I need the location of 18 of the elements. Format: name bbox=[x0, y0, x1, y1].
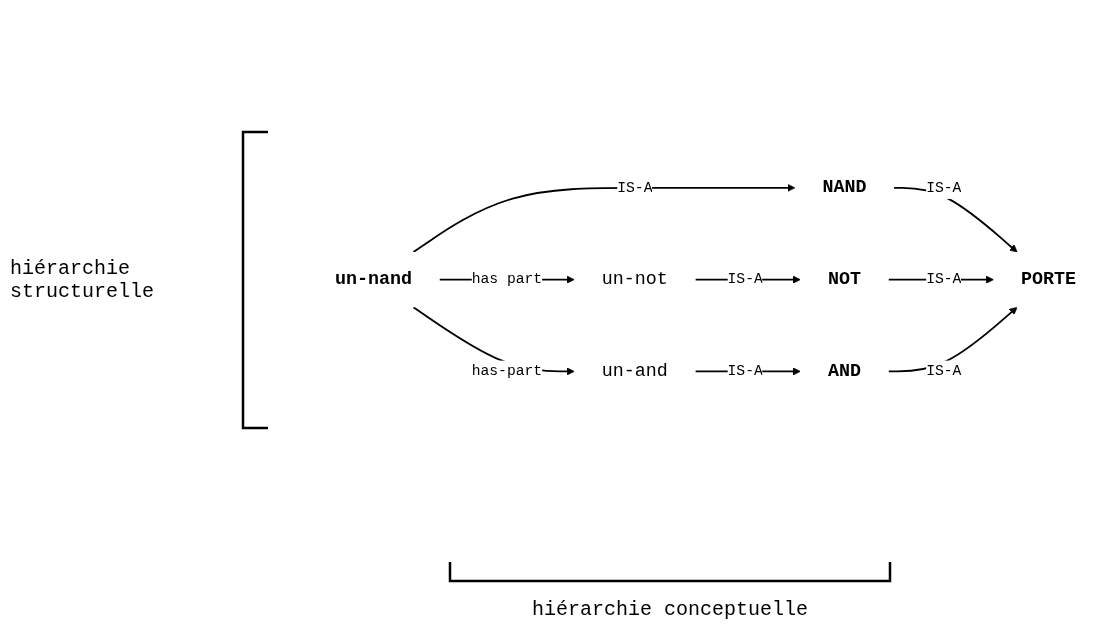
node-text: un-and bbox=[601, 360, 668, 382]
edge-label: has-part bbox=[471, 363, 543, 381]
node-text: AND bbox=[827, 360, 861, 382]
edge-label: IS-A bbox=[727, 363, 763, 381]
edge-label: IS-A bbox=[926, 363, 962, 381]
edge-label: IS-A bbox=[926, 179, 962, 197]
hierarchy-label: hiérarchie structurelle bbox=[10, 257, 156, 303]
edge-label: IS-A bbox=[727, 271, 763, 289]
node-text: NAND bbox=[822, 177, 867, 199]
node-text: un-not bbox=[601, 268, 668, 291]
node-text: NOT bbox=[827, 268, 861, 291]
node-text: un-nand bbox=[334, 268, 412, 291]
edge-label: IS-A bbox=[617, 179, 653, 197]
arrow bbox=[412, 184, 796, 254]
edge-label: IS-A bbox=[926, 271, 962, 289]
node-text: PORTE bbox=[1021, 268, 1077, 291]
edge-label: has part bbox=[471, 271, 543, 289]
hierarchy-label: hiérarchie conceptuelle bbox=[531, 598, 808, 621]
